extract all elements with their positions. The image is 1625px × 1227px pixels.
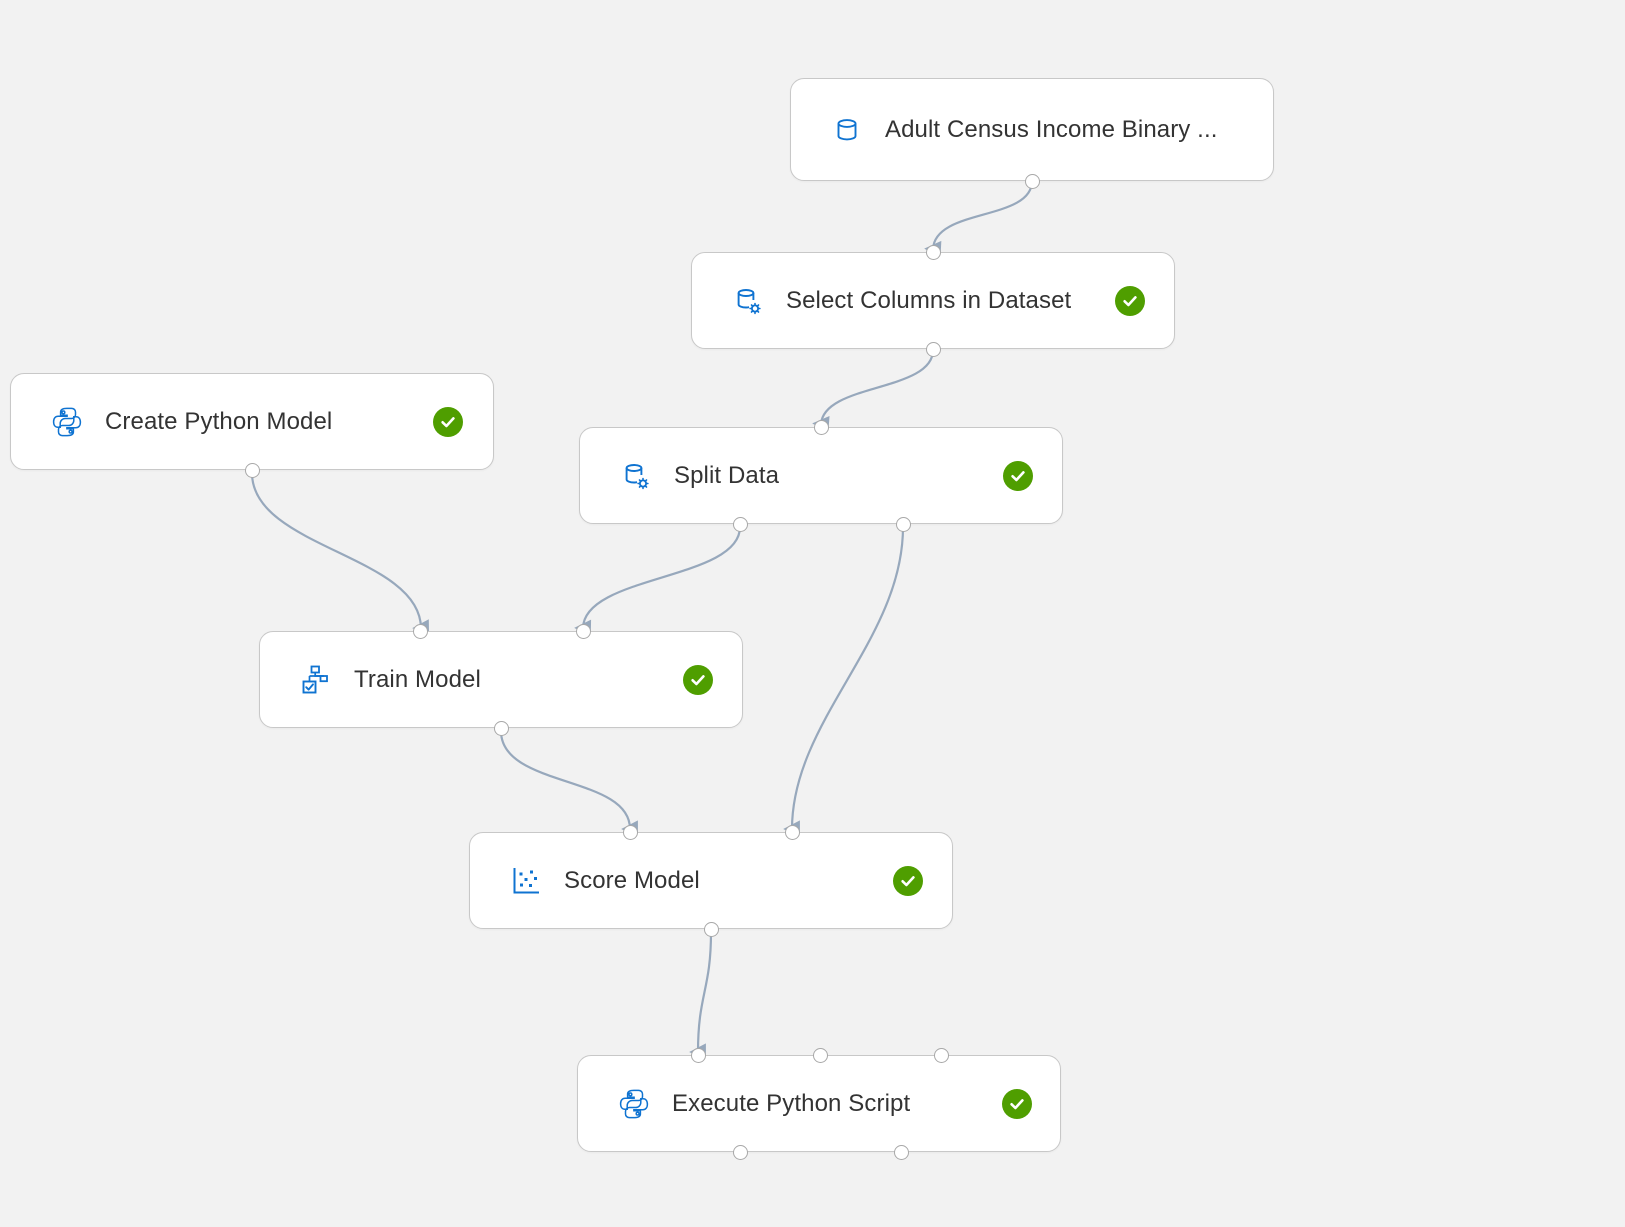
input-port-score-model-0[interactable] bbox=[622, 824, 638, 840]
node-create-python-model[interactable]: Create Python Model bbox=[10, 373, 494, 470]
node-title: Split Data bbox=[674, 461, 780, 489]
node-split-data[interactable]: Split Data bbox=[579, 427, 1063, 524]
node-dataset[interactable]: Adult Census Income Binary ... bbox=[790, 78, 1274, 181]
input-port-execute-python-script-1[interactable] bbox=[812, 1047, 828, 1063]
input-port-split-data-0[interactable] bbox=[813, 419, 829, 435]
output-port-execute-python-script-0[interactable] bbox=[732, 1144, 748, 1160]
output-port-split-data-1[interactable] bbox=[895, 516, 911, 532]
edge-score-to-execute[interactable] bbox=[689, 931, 713, 1061]
status-badge-completed bbox=[893, 865, 923, 896]
database-settings-icon bbox=[618, 458, 654, 494]
node-score-model[interactable]: Score Model bbox=[469, 832, 953, 929]
status-badge-completed bbox=[1003, 460, 1033, 491]
output-port-train-model-0[interactable] bbox=[493, 720, 509, 736]
node-train-model[interactable]: Train Model bbox=[259, 631, 743, 728]
input-port-execute-python-script-0[interactable] bbox=[690, 1047, 706, 1063]
edge-split-to-score[interactable] bbox=[783, 526, 905, 838]
edge-dataset-to-select[interactable] bbox=[924, 180, 1034, 258]
status-badge-completed bbox=[683, 664, 713, 695]
python-icon bbox=[49, 404, 85, 440]
output-port-score-model-0[interactable] bbox=[703, 921, 719, 937]
node-title: Execute Python Script bbox=[672, 1089, 911, 1117]
status-badge-completed bbox=[1115, 285, 1145, 316]
input-port-train-model-0[interactable] bbox=[412, 623, 428, 639]
input-port-execute-python-script-2[interactable] bbox=[933, 1047, 949, 1063]
status-badge-completed bbox=[1002, 1088, 1032, 1119]
edge-train-to-score[interactable] bbox=[499, 730, 638, 838]
input-port-train-model-1[interactable] bbox=[575, 623, 591, 639]
output-port-execute-python-script-1[interactable] bbox=[893, 1144, 909, 1160]
scatter-plot-icon bbox=[508, 863, 544, 899]
train-model-icon bbox=[298, 662, 334, 698]
node-select-columns[interactable]: Select Columns in Dataset bbox=[691, 252, 1175, 349]
python-icon bbox=[616, 1086, 652, 1122]
node-title: Train Model bbox=[354, 665, 481, 693]
output-port-select-columns-0[interactable] bbox=[925, 341, 941, 357]
database-settings-icon bbox=[730, 283, 766, 319]
edge-select-to-split[interactable] bbox=[812, 349, 935, 434]
database-icon bbox=[829, 112, 865, 148]
node-execute-python-script[interactable]: Execute Python Script bbox=[577, 1055, 1061, 1152]
output-port-dataset-0[interactable] bbox=[1024, 173, 1040, 189]
node-title: Score Model bbox=[564, 866, 700, 894]
output-port-create-python-model-0[interactable] bbox=[244, 462, 260, 478]
status-badge-completed bbox=[433, 406, 463, 437]
input-port-score-model-1[interactable] bbox=[784, 824, 800, 840]
input-port-select-columns-0[interactable] bbox=[925, 244, 941, 260]
edge-split-to-train[interactable] bbox=[574, 526, 742, 637]
edge-createmodel-to-train[interactable] bbox=[250, 472, 430, 637]
node-title: Create Python Model bbox=[105, 407, 333, 435]
node-title: Adult Census Income Binary ... bbox=[885, 115, 1218, 143]
node-title: Select Columns in Dataset bbox=[786, 286, 1072, 314]
output-port-split-data-0[interactable] bbox=[732, 516, 748, 532]
